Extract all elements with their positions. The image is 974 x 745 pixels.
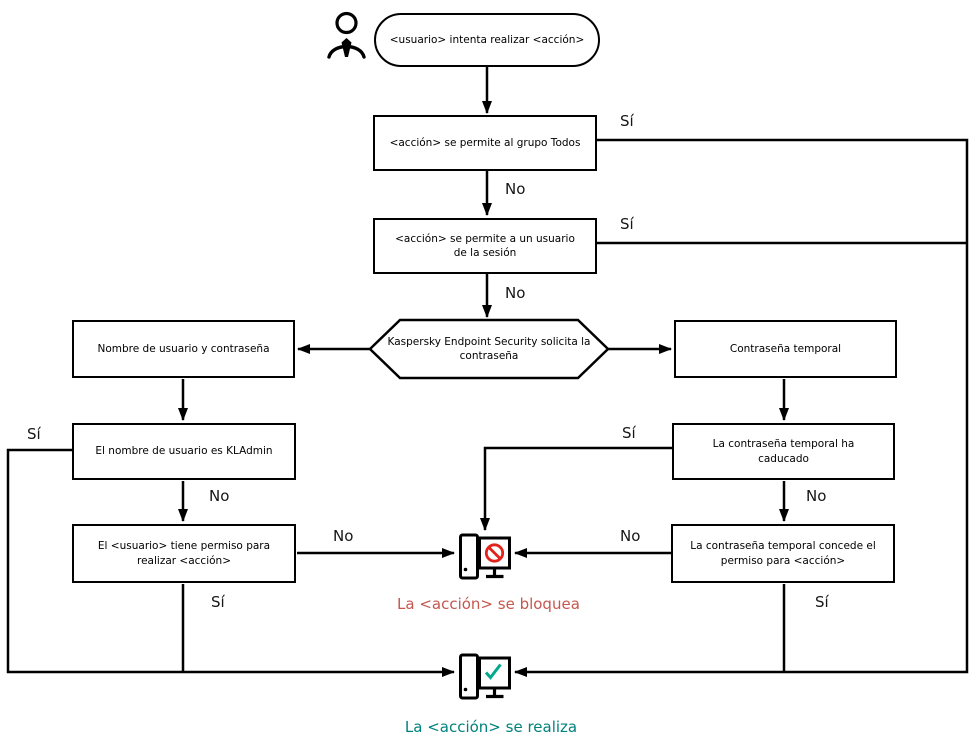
edge-kladmin-yes — [6, 448, 455, 677]
check-icon — [484, 663, 502, 680]
node-session-user: <acción> se permite a un usuario de la s… — [373, 218, 597, 274]
allowed-computer-icon — [459, 653, 511, 700]
edge-label-yes-temp-expired: Sí — [622, 424, 636, 442]
blocked-computer-icon — [459, 533, 511, 580]
prohibition-icon — [484, 543, 505, 563]
node-user-pass: Nombre de usuario y contraseña — [72, 320, 295, 378]
edge-label-no-user-perm: No — [333, 527, 354, 545]
edge-label-no-kladmin: No — [209, 487, 230, 505]
person-icon — [327, 11, 366, 59]
edge-label-no-session: No — [505, 284, 526, 302]
node-temp-pass: Contraseña temporal — [674, 320, 897, 378]
edge-label-yes-session: Sí — [620, 215, 634, 233]
outcome-realized-text: La <acción> se realiza — [404, 718, 578, 736]
node-kladmin: El nombre de usuario es KLAdmin — [72, 423, 296, 480]
edge-label-yes-temp-grants: Sí — [815, 593, 829, 611]
edge-label-yes-user-perm: Sí — [211, 593, 225, 611]
edge-label-yes-kladmin: Sí — [27, 425, 41, 443]
node-user-perm: El <usuario> tiene permiso para realizar… — [72, 524, 296, 583]
node-temp-expired: La contraseña temporal ha caducado — [672, 423, 895, 480]
node-group-todos: <acción> se permite al grupo Todos — [373, 115, 597, 171]
hexagon-shape — [368, 318, 610, 380]
node-start: <usuario> intenta realizar <acción> — [374, 13, 600, 67]
outcome-blocked-text: La <acción> se bloquea — [397, 595, 580, 613]
node-temp-grants: La contraseña temporal concede el permis… — [671, 524, 895, 583]
edge-tempexpired-yes — [480, 446, 672, 531]
edge-label-no-temp-grants: No — [620, 527, 641, 545]
edge-label-yes-group: Sí — [620, 112, 634, 130]
edge-label-no-group: No — [505, 180, 526, 198]
edge-label-no-temp-expired: No — [806, 487, 827, 505]
edge-group-yes-rail — [514, 138, 969, 677]
node-kes-prompt: Kaspersky Endpoint Security solicita la … — [387, 335, 591, 362]
